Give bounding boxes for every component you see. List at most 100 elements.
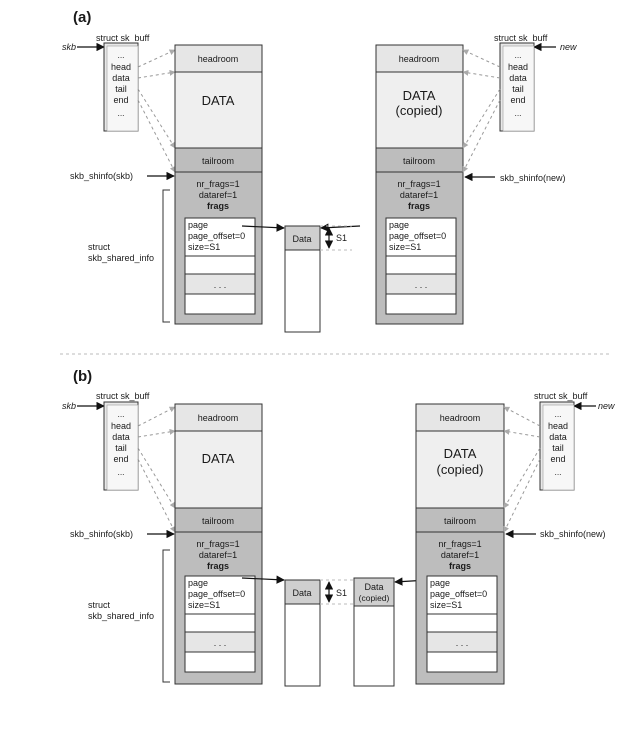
nr-frags-label: nr_frags=1	[438, 539, 481, 549]
panel-label: (b)	[73, 368, 92, 385]
headroom-label: headroom	[399, 54, 440, 64]
left-sk-buff: struct sk_buff skb ... head data tail en…	[62, 391, 150, 491]
page-label: Data	[292, 588, 311, 598]
frag-page: page	[430, 578, 450, 588]
page-block	[284, 249, 321, 333]
field-head: head	[548, 421, 568, 431]
frag-entry	[426, 575, 498, 615]
field-tail: tail	[512, 84, 524, 94]
frag-size: size=S1	[188, 242, 220, 252]
field-tail: tail	[115, 443, 127, 453]
frag-page: page	[188, 220, 208, 230]
panel-b: (b) struct sk_buff skb ... head data tai…	[62, 368, 615, 687]
data-block	[174, 430, 263, 509]
nr-frags-label: nr_frags=1	[397, 179, 440, 189]
field-head: head	[111, 62, 131, 72]
size-label: S1	[336, 588, 347, 598]
left-dashed-pointers	[137, 49, 176, 173]
data-label: DATA	[202, 93, 235, 108]
data-label: DATA	[444, 446, 477, 461]
field: ...	[554, 467, 561, 477]
frag-offset: page_offset=0	[389, 231, 446, 241]
data-label: DATA	[202, 451, 235, 466]
field-data: data	[112, 73, 130, 83]
left-frag-page-arrow	[241, 575, 285, 584]
shinfo-pointer-label: skb_shinfo(skb)	[70, 529, 133, 539]
field-data: data	[549, 432, 567, 442]
left-buffer: headroom DATA tailroom nr_frags=1 datare…	[174, 44, 263, 325]
frag-entry	[184, 575, 256, 615]
struct-shared-label-2: skb_shared_info	[88, 611, 154, 621]
field-data: data	[112, 432, 130, 442]
frag-slot	[184, 651, 256, 673]
frag-offset: page_offset=0	[188, 231, 245, 241]
left-sk-buff: struct sk_buff skb ... head data tail en…	[62, 33, 150, 132]
nr-frags-label: nr_frags=1	[196, 539, 239, 549]
frag-slot	[426, 613, 498, 633]
frag-entry	[184, 217, 256, 257]
frag-slot	[184, 613, 256, 633]
left-dashed-pointers	[137, 406, 176, 533]
sk-buff-inner	[542, 404, 575, 491]
page-copy-label: Data	[364, 582, 383, 592]
frags-label: frags	[449, 561, 471, 571]
frag-slot	[385, 255, 457, 275]
pointer-label: new	[560, 42, 577, 52]
tailroom-label: tailroom	[444, 516, 476, 526]
struct-label: struct sk_buff	[96, 33, 150, 43]
tailroom-label: tailroom	[403, 156, 435, 166]
panel-label: (a)	[73, 9, 91, 26]
frag-slot	[426, 651, 498, 673]
data-block	[375, 71, 464, 149]
frag-page: page	[188, 578, 208, 588]
frag-offset: page_offset=0	[188, 589, 245, 599]
field: ...	[117, 409, 124, 419]
headroom-block	[415, 403, 505, 432]
frag-ellipsis: . . .	[415, 280, 428, 290]
page-copy-block	[353, 605, 395, 687]
frags-label: frags	[207, 201, 229, 211]
struct-shared-label: struct	[88, 600, 111, 610]
dataref-label: dataref=1	[199, 550, 237, 560]
data-block	[174, 71, 263, 149]
frag-size: size=S1	[188, 600, 220, 610]
shinfo-pointer-label: skb_shinfo(new)	[500, 173, 566, 183]
sk-buff-inner	[106, 45, 139, 132]
struct-shared-label: struct	[88, 242, 111, 252]
field-tail: tail	[115, 84, 127, 94]
frag-size: size=S1	[389, 242, 421, 252]
panel-a: (a) struct sk_buff skb ... head data tai…	[62, 9, 577, 333]
frags-label: frags	[207, 561, 229, 571]
pointer-label: skb	[62, 401, 76, 411]
field: ...	[117, 467, 124, 477]
page-copy-copied-label: (copied)	[359, 593, 390, 603]
field-head: head	[508, 62, 528, 72]
page-copy-data-block	[353, 577, 395, 607]
pointer-label: new	[598, 401, 615, 411]
page-data-block	[284, 225, 321, 251]
page-label: Data	[292, 234, 311, 244]
right-sk-buff: struct sk_buff new ... head data tail en…	[494, 33, 577, 132]
field: ...	[514, 50, 521, 60]
shared-info-brace	[162, 189, 170, 323]
right-buffer: headroom DATA (copied) tailroom nr_frags…	[415, 403, 505, 685]
frags-label: frags	[408, 201, 430, 211]
field-end: end	[510, 95, 525, 105]
pointer-label: skb	[62, 42, 76, 52]
left-frag-page-arrow	[241, 223, 285, 232]
field: ...	[117, 108, 124, 118]
right-dashed-pointers	[462, 49, 501, 173]
page-block	[284, 603, 321, 687]
frag-ellipsis: . . .	[456, 638, 469, 648]
frag-ellipsis: . . .	[214, 280, 227, 290]
page-data-block	[284, 579, 321, 605]
headroom-label: headroom	[440, 413, 481, 423]
frag-entry	[385, 217, 457, 257]
field-end: end	[550, 454, 565, 464]
field-data: data	[509, 73, 527, 83]
dataref-label: dataref=1	[441, 550, 479, 560]
dataref-label: dataref=1	[400, 190, 438, 200]
struct-shared-label-2: skb_shared_info	[88, 253, 154, 263]
nr-frags-label: nr_frags=1	[196, 179, 239, 189]
